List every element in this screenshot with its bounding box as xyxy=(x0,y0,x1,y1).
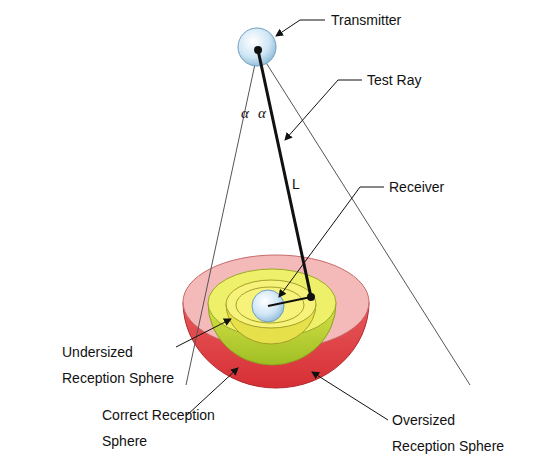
ray-origin xyxy=(254,46,262,54)
angle-label: α xyxy=(258,104,266,122)
callout-label: Correct Reception Sphere xyxy=(102,402,215,454)
leader-lines xyxy=(176,20,388,420)
callout-label: Oversized Reception Sphere xyxy=(392,407,505,459)
beam-edge xyxy=(186,50,258,385)
distance-line xyxy=(268,297,311,306)
angle-label: α xyxy=(241,104,249,122)
callout-label: Receiver xyxy=(389,174,444,200)
callout-label: Undersized Reception Sphere xyxy=(62,339,175,391)
oversized-sphere xyxy=(183,255,369,388)
transmitter-sphere xyxy=(238,28,276,66)
undersized-sphere xyxy=(226,280,316,344)
callout-label: Transmitter xyxy=(331,7,401,33)
callout-label: Test Ray xyxy=(367,67,421,93)
length-label: L xyxy=(292,171,300,197)
beam-edge xyxy=(258,50,470,385)
correct-sphere xyxy=(208,269,336,365)
ray-point xyxy=(307,293,315,301)
test-ray xyxy=(258,50,311,297)
